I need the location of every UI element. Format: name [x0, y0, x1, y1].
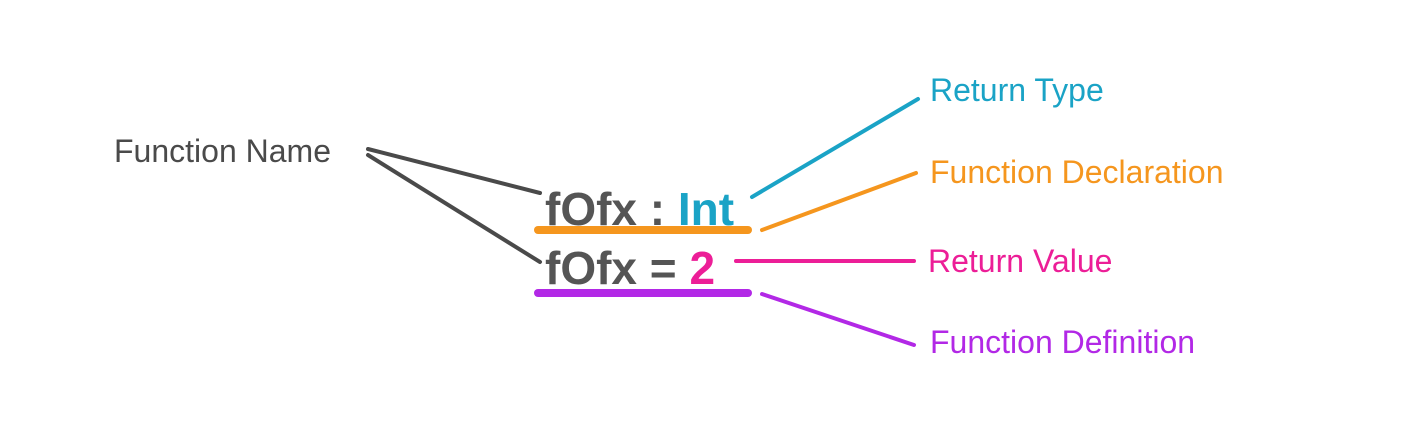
- definition-return-value: 2: [689, 242, 716, 294]
- function-name-label: Function Name: [114, 133, 331, 169]
- function-definition-line: [760, 292, 916, 347]
- function-definition-label: Function Definition: [930, 324, 1196, 360]
- return-type-line: [750, 97, 920, 199]
- function-definition-code: fOfx = 2: [545, 245, 715, 291]
- declaration-function-name: fOfx: [545, 183, 637, 235]
- definition-operator: =: [649, 242, 677, 294]
- function-declaration-code: fOfx : Int: [545, 186, 734, 232]
- function-declaration-label: Function Declaration: [930, 154, 1224, 190]
- function-name-line-to-declaration: [366, 147, 542, 195]
- declaration-separator: :: [649, 183, 666, 235]
- return-type-label: Return Type: [930, 72, 1104, 108]
- function-name-line-to-definition: [366, 153, 542, 264]
- return-value-label: Return Value: [928, 243, 1113, 279]
- declaration-return-type: Int: [677, 183, 735, 235]
- function-declaration-line: [760, 171, 918, 232]
- definition-function-name: fOfx: [545, 242, 637, 294]
